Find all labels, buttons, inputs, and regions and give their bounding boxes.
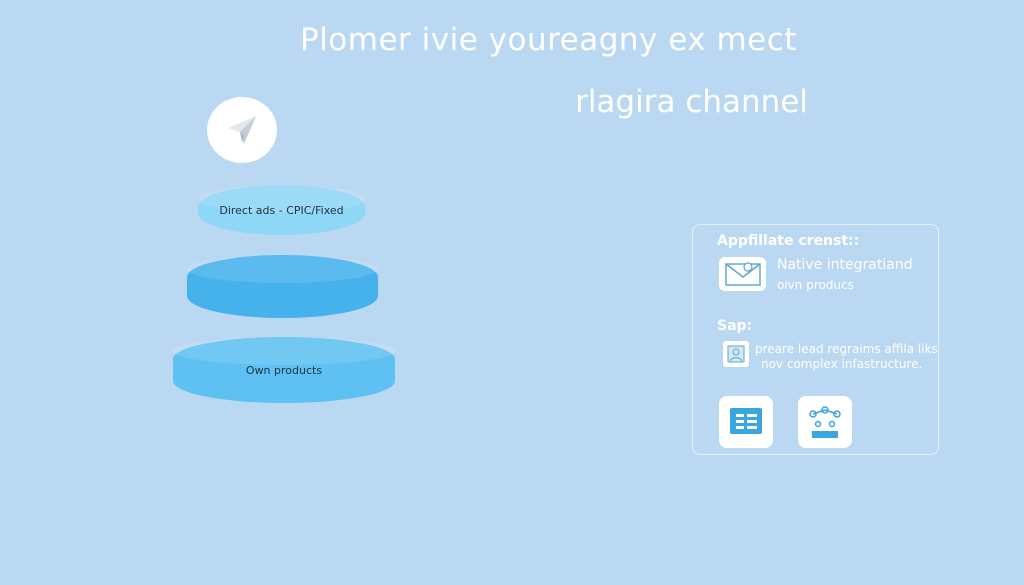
- list-icon-box: [719, 396, 773, 448]
- user-icon-box: [723, 341, 749, 367]
- panel-heading-1: Appfillate crenst::: [717, 233, 860, 249]
- layer-middle: [187, 255, 378, 318]
- panel-heading-2: Sap:: [717, 318, 753, 334]
- title-line-1: Plomer ivie youreagny ex mect: [300, 22, 797, 58]
- item2-line2: nov complex infastructure.: [761, 357, 923, 371]
- layer-label: Direct ads - CPIC/Fixed: [219, 203, 344, 217]
- network-icon: [809, 406, 841, 438]
- title-line-2: rlagira channel: [575, 84, 808, 120]
- info-panel: Appfillate crenst:: Native integratiand …: [692, 224, 939, 455]
- item2-line1: preare lead regraims affila liks: [755, 342, 938, 356]
- item1-line1: Native integratiand: [777, 257, 913, 273]
- mail-dollar-icon: [724, 262, 761, 286]
- paper-plane-icon: [228, 116, 256, 144]
- layer-label: Own products: [245, 363, 323, 377]
- mail-icon-box: [719, 257, 766, 291]
- list-chat-icon: [730, 408, 762, 434]
- item1-line2: oivn producs: [777, 278, 854, 292]
- network-icon-box: [798, 396, 852, 448]
- layer-own-products: Own products: [173, 337, 395, 403]
- user-card-icon: [727, 345, 745, 363]
- layer-direct-ads: Direct ads - CPIC/Fixed: [198, 185, 365, 235]
- paper-plane-badge: [207, 97, 277, 163]
